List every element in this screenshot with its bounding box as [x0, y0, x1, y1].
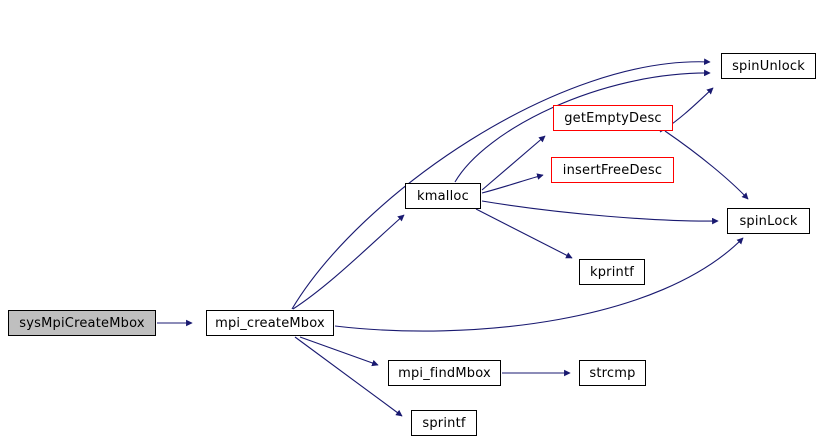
node-sysMpiCreateMbox[interactable]: sysMpiCreateMbox: [8, 310, 156, 336]
edge-mpi_createMbox-to-spinLock: [334, 237, 744, 332]
edge-mpi_createMbox-to-kmalloc: [292, 214, 405, 310]
node-label-strcmp: strcmp: [589, 365, 636, 381]
node-mpi_createMbox[interactable]: mpi_createMbox: [206, 310, 334, 336]
edge-kmalloc-to-spinUnlock: [454, 69, 711, 183]
node-label-spinLock: spinLock: [739, 213, 798, 229]
node-label-sprintf: sprintf: [422, 415, 466, 431]
node-spinUnlock[interactable]: spinUnlock: [721, 53, 816, 79]
edge-kmalloc-to-getEmptyDesc: [481, 135, 546, 191]
node-kmalloc[interactable]: kmalloc: [405, 183, 481, 209]
node-label-spinUnlock: spinUnlock: [732, 58, 805, 74]
node-label-kmalloc: kmalloc: [417, 188, 469, 204]
node-strcmp[interactable]: strcmp: [579, 360, 646, 386]
edge-getEmptyDesc-to-spinLock: [664, 130, 749, 200]
node-label-getEmptyDesc: getEmptyDesc: [564, 110, 662, 126]
node-label-mpi_findMbox: mpi_findMbox: [398, 365, 491, 381]
node-insertFreeDesc[interactable]: insertFreeDesc: [551, 157, 674, 183]
node-label-kprintf: kprintf: [589, 264, 635, 280]
node-label-sysMpiCreateMbox: sysMpiCreateMbox: [19, 315, 145, 331]
edge-kmalloc-to-insertFreeDesc: [481, 173, 544, 194]
edge-mpi_createMbox-to-mpi_findMbox: [299, 336, 379, 367]
edge-kmalloc-to-kprintf: [475, 208, 573, 259]
node-sprintf[interactable]: sprintf: [411, 410, 477, 436]
edge-mpi_createMbox-to-spinUnlock: [291, 58, 711, 310]
node-spinLock[interactable]: spinLock: [727, 208, 810, 234]
node-label-mpi_createMbox: mpi_createMbox: [215, 315, 325, 331]
edge-mpi_createMbox-to-sprintf: [294, 336, 403, 417]
node-kprintf[interactable]: kprintf: [579, 259, 645, 285]
edge-kmalloc-to-spinLock: [481, 200, 719, 225]
node-mpi_findMbox[interactable]: mpi_findMbox: [388, 360, 501, 386]
node-label-insertFreeDesc: insertFreeDesc: [562, 162, 663, 178]
node-getEmptyDesc[interactable]: getEmptyDesc: [553, 105, 673, 131]
